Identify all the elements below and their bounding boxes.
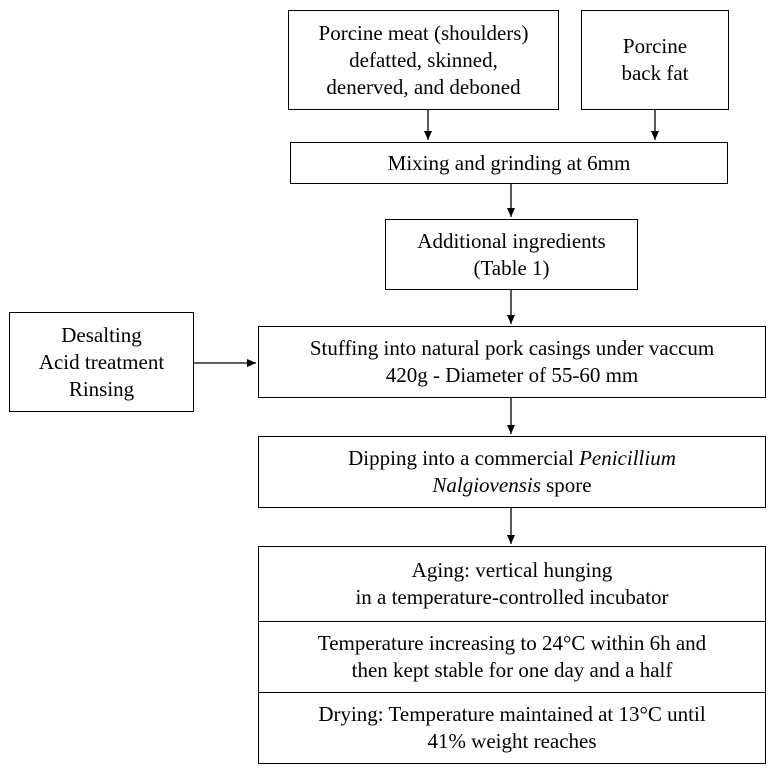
back-fat-line-1: Porcine [622,34,688,58]
porcine-meat-line-3: denerved, and deboned [326,74,521,99]
dipping-line-1: Dipping into a commercial Penicillium [348,445,676,472]
aging-divider-1 [259,621,765,622]
aging-line-1: Aging: vertical hunging [411,558,613,582]
stuffing-box: Stuffing into natural pork casings under… [258,326,766,398]
dipping-line-2: Nalgiovensis spore [432,472,591,499]
aging-divider-2 [259,692,765,693]
temperature-line-2: then kept stable for one day and a half [351,658,673,682]
casing-prep-line-2: Acid treatment [38,349,165,374]
additional-ingredients-line-2: (Table 1) [473,255,550,280]
mixing-grinding-text: Mixing and grinding at 6mm [387,150,631,175]
dipping-line-1-prefix: Dipping into a commercial [348,446,580,470]
back-fat-line-2: back fat [621,61,689,85]
casing-preparation-box: Desalting Acid treatment Rinsing [9,312,194,412]
temperature-line-1: Temperature increasing to 24°C within 6h… [317,631,707,655]
dipping-box: Dipping into a commercial Penicillium Na… [258,436,766,508]
porcine-meat-line-1: Porcine meat (shoulders) [318,20,529,45]
additional-ingredients-box: Additional ingredients (Table 1) [385,219,638,290]
casing-prep-line-1: Desalting [61,322,142,347]
additional-ingredients-line-1: Additional ingredients [417,228,606,253]
aging-section: Aging: vertical hunging in a temperature… [259,547,765,621]
porcine-meat-line-2: defatted, skinned, [349,47,498,72]
porcine-meat-box: Porcine meat (shoulders) defatted, skinn… [288,10,559,110]
stuffing-line-2: 420g - Diameter of 55-60 mm [385,363,639,387]
mixing-grinding-box: Mixing and grinding at 6mm [290,142,728,184]
back-fat-box: Porcine back fat [581,10,729,110]
dipping-species-name: Nalgiovensis [432,473,541,497]
aging-line-2: in a temperature-controlled incubator [355,585,669,609]
dipping-line-2-suffix: spore [540,473,592,497]
drying-line-2: 41% weight reaches [427,729,597,753]
drying-line-1: Drying: Temperature maintained at 13°C u… [318,702,706,726]
casing-prep-line-3: Rinsing [68,376,135,401]
temperature-section: Temperature increasing to 24°C within 6h… [259,622,765,692]
aging-box: Aging: vertical hunging in a temperature… [258,546,766,764]
drying-section: Drying: Temperature maintained at 13°C u… [259,693,765,763]
dipping-genus-name: Penicillium [579,446,676,470]
stuffing-line-1: Stuffing into natural pork casings under… [309,336,715,360]
